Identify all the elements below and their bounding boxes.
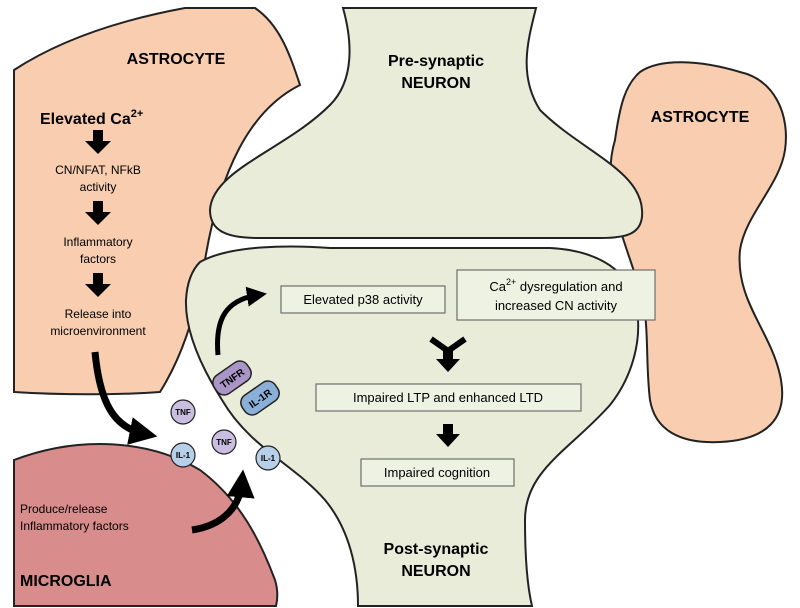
cn-nfat-label-line1: CN/NFAT, NFkB: [55, 163, 141, 177]
astrocyte-right-title: ASTROCYTE: [651, 109, 750, 126]
post-synaptic-subtitle: NEURON: [401, 563, 470, 580]
il1-molecule: IL-1: [170, 442, 196, 468]
svg-text:TNF: TNF: [175, 408, 191, 417]
post-synaptic-neuron: [184, 245, 640, 607]
release-label-line2: microenvironment: [50, 324, 146, 338]
astrocyte-left-title: ASTROCYTE: [127, 51, 226, 68]
post-synaptic-title: Post-synaptic: [384, 541, 489, 558]
converging-arrow: [429, 336, 467, 372]
cascade-arrow-1: [85, 130, 111, 154]
cognition-box: [360, 458, 515, 487]
cognition-label: Impaired cognition: [384, 465, 490, 480]
microglia-title: MICROGLIA: [20, 573, 112, 590]
inflammatory-factors-line2: factors: [80, 252, 116, 266]
cn-nfat-label-line2: activity: [80, 180, 117, 194]
ca-dysregulation-box: [456, 269, 656, 321]
pre-synaptic-subtitle: NEURON: [401, 75, 470, 92]
ltp-box: [315, 383, 582, 412]
p38-box: [280, 285, 446, 314]
tnf-molecule: TNF: [211, 429, 237, 455]
microglia-cell: [13, 443, 279, 607]
ltp-label: Impaired LTP and enhanced LTD: [353, 390, 543, 405]
receptor-signal-arrow: [215, 286, 267, 356]
ca-dysregulation-line1: Ca2+ dysregulation and: [489, 277, 622, 294]
astrocyte-left-cell: [13, 7, 302, 396]
microglia-release-arrow: [191, 469, 255, 534]
svg-text:TNF: TNF: [216, 438, 232, 447]
cascade-arrow-3: [85, 273, 111, 297]
ltp-to-cognition-arrow: [436, 424, 460, 447]
svg-text:IL-1: IL-1: [176, 451, 191, 460]
ca-dysregulation-line2: increased CN activity: [495, 298, 618, 313]
pre-synaptic-neuron: [208, 7, 644, 239]
il1-molecule: IL-1: [255, 445, 281, 471]
inflammatory-factors-line1: Inflammatory: [63, 235, 132, 249]
release-label-line1: Release into: [65, 307, 132, 321]
p38-label: Elevated p38 activity: [303, 292, 423, 307]
tnf-molecule: TNF: [170, 399, 196, 425]
microglia-text-line2: Inflammatory factors: [20, 519, 129, 533]
elevated-ca-label: Elevated Ca2+: [40, 108, 143, 128]
microglia-text-line1: Produce/release: [20, 502, 108, 516]
svg-text:IL-1: IL-1: [261, 454, 276, 463]
pre-synaptic-title: Pre-synaptic: [388, 53, 484, 70]
astrocyte-release-arrow: [91, 351, 158, 445]
cascade-arrow-2: [85, 201, 111, 225]
il1r-receptor: IL-1R: [240, 380, 280, 416]
